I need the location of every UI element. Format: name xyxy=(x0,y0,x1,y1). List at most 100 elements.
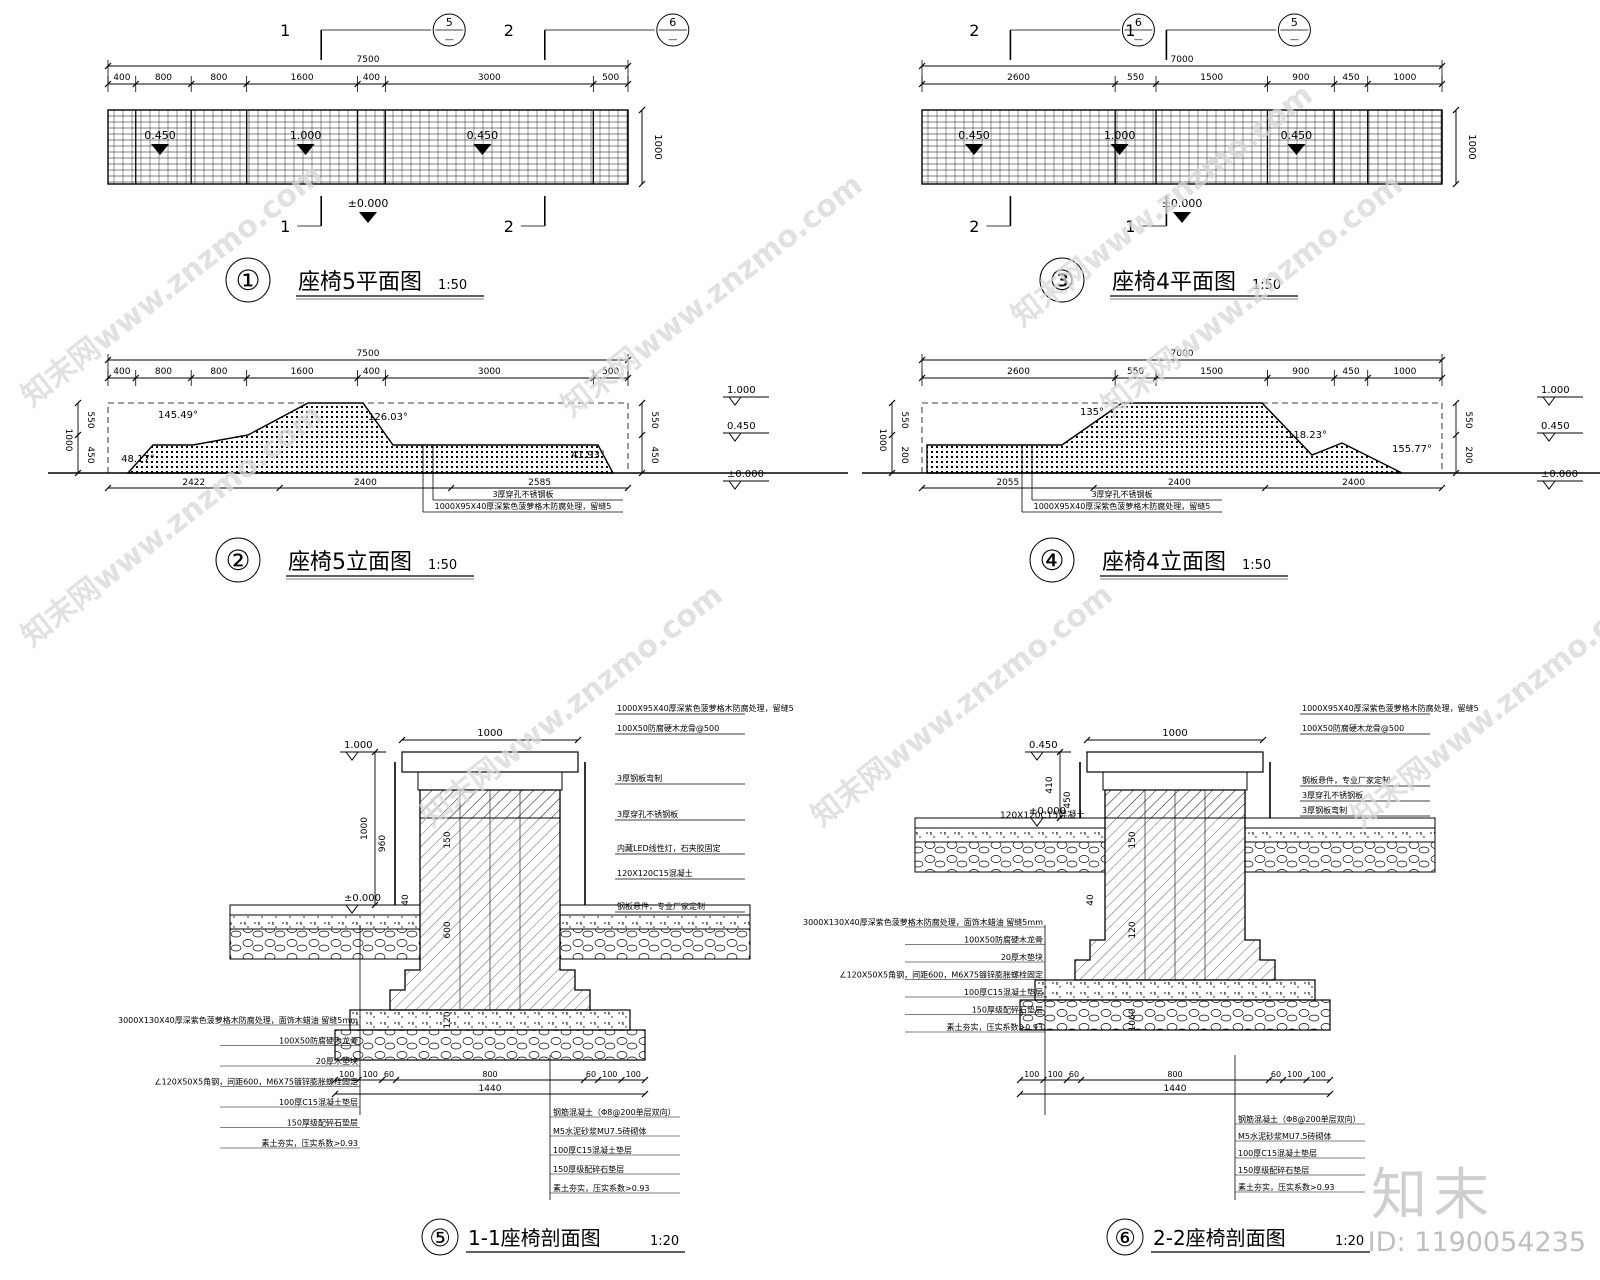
dim-text: 100 xyxy=(1048,1070,1063,1079)
level-label: 1.000 xyxy=(1104,129,1136,142)
gravel-bed xyxy=(334,1029,646,1061)
dim-total: 7500 xyxy=(357,55,380,65)
dim-text: 800 xyxy=(210,367,227,377)
dim-text: 800 xyxy=(155,367,172,377)
dim-tick xyxy=(74,399,82,407)
dim-tick xyxy=(618,1076,625,1084)
level-label: 1.000 xyxy=(344,740,373,751)
right-note: 钢板悬件，专业厂家定制 xyxy=(615,901,745,913)
dim-tick xyxy=(594,1076,602,1084)
dim-text: 1600 xyxy=(291,73,314,83)
dim-tick xyxy=(888,469,896,477)
level-label: 1.000 xyxy=(727,385,756,396)
dim-tick xyxy=(1056,814,1064,822)
dim-tick xyxy=(1056,748,1064,756)
depth-dim: 1000 xyxy=(1466,134,1477,159)
material-note: 150厚级配碎石垫层 xyxy=(553,1164,624,1174)
level-triangle xyxy=(728,396,742,406)
dim-text: 550 xyxy=(1127,367,1144,377)
dim-text: 1000 xyxy=(63,429,73,452)
dim-tick xyxy=(1090,484,1098,492)
concrete-slab xyxy=(229,914,421,930)
section-ref-circle xyxy=(1121,13,1155,47)
right-note: 3厚钢板弯制 xyxy=(1300,805,1430,817)
material-note: 100厚C15混凝土垫层 xyxy=(279,1097,358,1107)
dim-tick xyxy=(580,1076,588,1084)
left-note: 20厚木垫块 xyxy=(220,1056,360,1067)
title-number: ⑥ xyxy=(1114,1224,1136,1252)
dim-text: 2422 xyxy=(182,478,205,488)
level-label: 0.450 xyxy=(144,129,176,142)
dim-tick xyxy=(371,748,379,756)
material-note: 150厚级配碎石垫层 xyxy=(287,1118,358,1128)
dim-tick xyxy=(104,484,112,492)
section-cut-mark: 115— xyxy=(280,13,466,236)
section-ref-sheet: — xyxy=(1134,35,1143,45)
angle-label: 155.77° xyxy=(1392,444,1432,455)
title-number: ① xyxy=(235,264,260,297)
title-number-circle xyxy=(421,1218,459,1256)
material-note: 内藏LED线性灯，石夹胶固定 xyxy=(617,843,721,853)
dim-tick xyxy=(74,469,82,477)
dim-tick xyxy=(355,1076,362,1084)
dim-text: 120 xyxy=(443,1011,453,1028)
left-note: 素土夯实，压实系数>0.93 xyxy=(220,1138,360,1149)
level-marker: 0.450 xyxy=(144,129,176,155)
drawing-scale: 1:50 xyxy=(438,278,467,293)
left-note: 100厚C15混凝土垫层 xyxy=(220,1097,360,1108)
cut-label: 2 xyxy=(969,217,979,236)
dim-text: 150 xyxy=(1128,831,1138,848)
dim-tick xyxy=(638,469,646,477)
cut-label: 1 xyxy=(280,21,290,40)
level-marker: 1.000 xyxy=(723,385,769,406)
level-label: 1.000 xyxy=(290,129,322,142)
level-triangle xyxy=(728,432,742,442)
dim-text: 40 xyxy=(1086,894,1096,906)
dim-text: 120 xyxy=(1128,921,1138,938)
bench-profile xyxy=(926,402,1403,474)
level-label: 0.450 xyxy=(467,129,499,142)
dim-text: 450 xyxy=(1063,791,1073,808)
left-note: 100厚C15混凝土垫层 xyxy=(905,987,1045,998)
section-ref-sheet: — xyxy=(1290,35,1299,45)
dim-text: 1000 xyxy=(877,429,887,452)
level-marker: 1.000 xyxy=(1104,129,1136,155)
dim-tick xyxy=(331,1090,339,1098)
dim-tick xyxy=(1452,469,1460,477)
right-note: 内藏LED线性灯，石夹胶固定 xyxy=(615,843,745,855)
dim-text: 550 xyxy=(899,411,909,428)
dim-tick xyxy=(1040,1076,1047,1084)
dim-tick xyxy=(331,1076,339,1084)
level-triangle-filled xyxy=(473,144,492,155)
level-marker: ±0.000 xyxy=(1537,469,1583,490)
dim-text: 2400 xyxy=(1168,478,1191,488)
left-note: 20厚木垫块 xyxy=(905,952,1045,963)
dim-text: 100 xyxy=(1311,1070,1326,1079)
level-triangle xyxy=(345,751,359,761)
gravel-layer xyxy=(914,841,1106,873)
level-triangle xyxy=(1030,751,1044,761)
level-marker: 0.450 xyxy=(467,129,499,155)
dim-text: 450 xyxy=(1342,367,1359,377)
dim-text: 400 xyxy=(363,367,380,377)
level-marker: 0.450 xyxy=(958,129,990,155)
left-note: 3000X130X40厚深紫色菠萝格木防腐处理，面饰木蜡油 留缝5mm xyxy=(803,917,1045,928)
dim-tick xyxy=(1063,1076,1071,1084)
level-triangle xyxy=(1542,432,1556,442)
dim-text: 400 xyxy=(113,367,130,377)
dim-tick xyxy=(1438,484,1446,492)
material-note: 素土夯实，压实系数>0.93 xyxy=(1238,1182,1335,1192)
concrete-footing xyxy=(1034,979,1316,1001)
dim-tick xyxy=(1452,180,1460,188)
concrete-slab xyxy=(559,914,751,930)
material-note: 100X50防腐硬木龙骨@500 xyxy=(1302,723,1404,733)
gravel-bed xyxy=(1019,999,1331,1031)
dim-tick xyxy=(918,484,926,492)
bottom-note: 钢筋混凝土（Φ8@200单层双向） xyxy=(550,1107,680,1118)
section-ref-circle xyxy=(656,13,690,47)
dim-text: 60 xyxy=(1069,1070,1079,1079)
